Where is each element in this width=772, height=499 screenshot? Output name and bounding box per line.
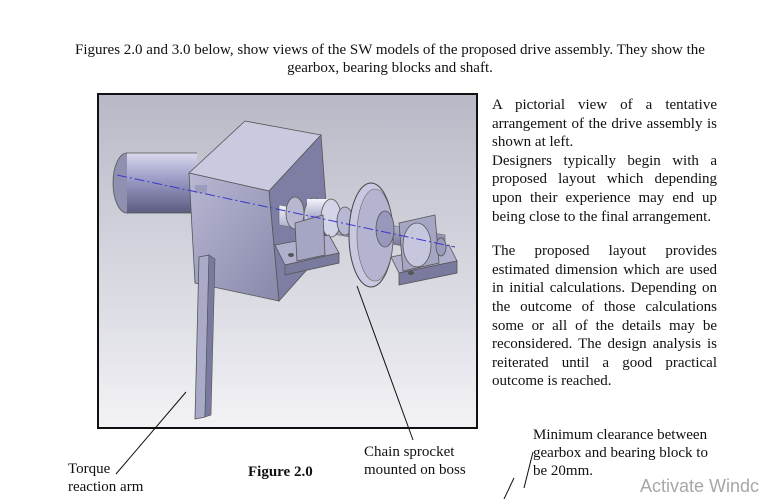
side-paragraph-1: A pictorial view of a tentative arrangem… <box>492 97 717 151</box>
torque-arm-label-line1: Torque <box>68 461 111 477</box>
intro-paragraph: Figures 2.0 and 3.0 below, show views of… <box>75 42 705 76</box>
activation-watermark: Activate Windc <box>640 476 760 496</box>
sprocket-label-line1: Chain sprocket <box>364 444 455 460</box>
sprocket-label: Chain sprocket mounted on boss <box>364 443 466 479</box>
side-paragraph-2: Designers typically begin with a propose… <box>492 152 717 225</box>
torque-arm-leader <box>115 391 187 475</box>
side-paragraph-3: The proposed layout provides estimated d… <box>492 243 717 390</box>
torque-arm-label-line2: reaction arm <box>68 479 144 495</box>
drive-assembly-render <box>99 95 476 427</box>
side-description: A pictorial view of a tentative arrangem… <box>492 96 717 391</box>
sprocket-label-line2: mounted on boss <box>364 462 466 478</box>
clearance-leader-lower <box>503 477 515 499</box>
figure-2-model-view <box>97 93 478 429</box>
torque-arm-label: Torque reaction arm <box>68 460 143 496</box>
clearance-note: Minimum clearance between gearbox and be… <box>533 427 708 479</box>
sprocket-leader <box>356 285 414 441</box>
clearance-leader-upper <box>523 451 534 489</box>
figure-caption: Figure 2.0 <box>248 464 313 480</box>
